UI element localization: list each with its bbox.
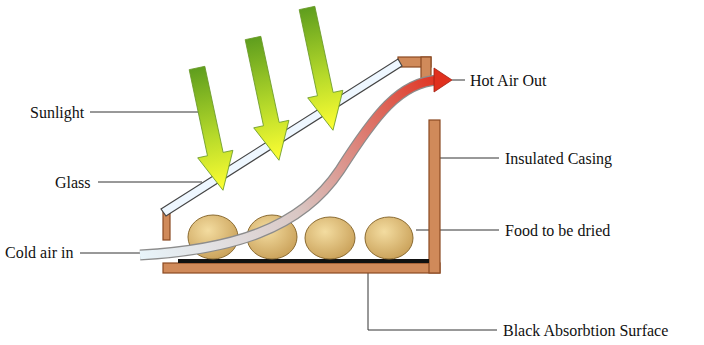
glass-label: Glass [55,173,91,192]
sunlight-label: Sunlight [30,103,84,122]
absorber-label: Black Absorbtion Surface [503,321,668,340]
leader-lines [80,80,499,330]
black-absorber [178,259,429,263]
casing-label: Insulated Casing [505,149,612,168]
airflow-arrow [140,68,452,255]
food-items [188,215,413,259]
hot-air-label: Hot Air Out [470,71,546,90]
cold-air-label: Cold air in [5,243,73,262]
food-label: Food to be dried [505,221,610,240]
sunlight-arrows [179,4,350,194]
